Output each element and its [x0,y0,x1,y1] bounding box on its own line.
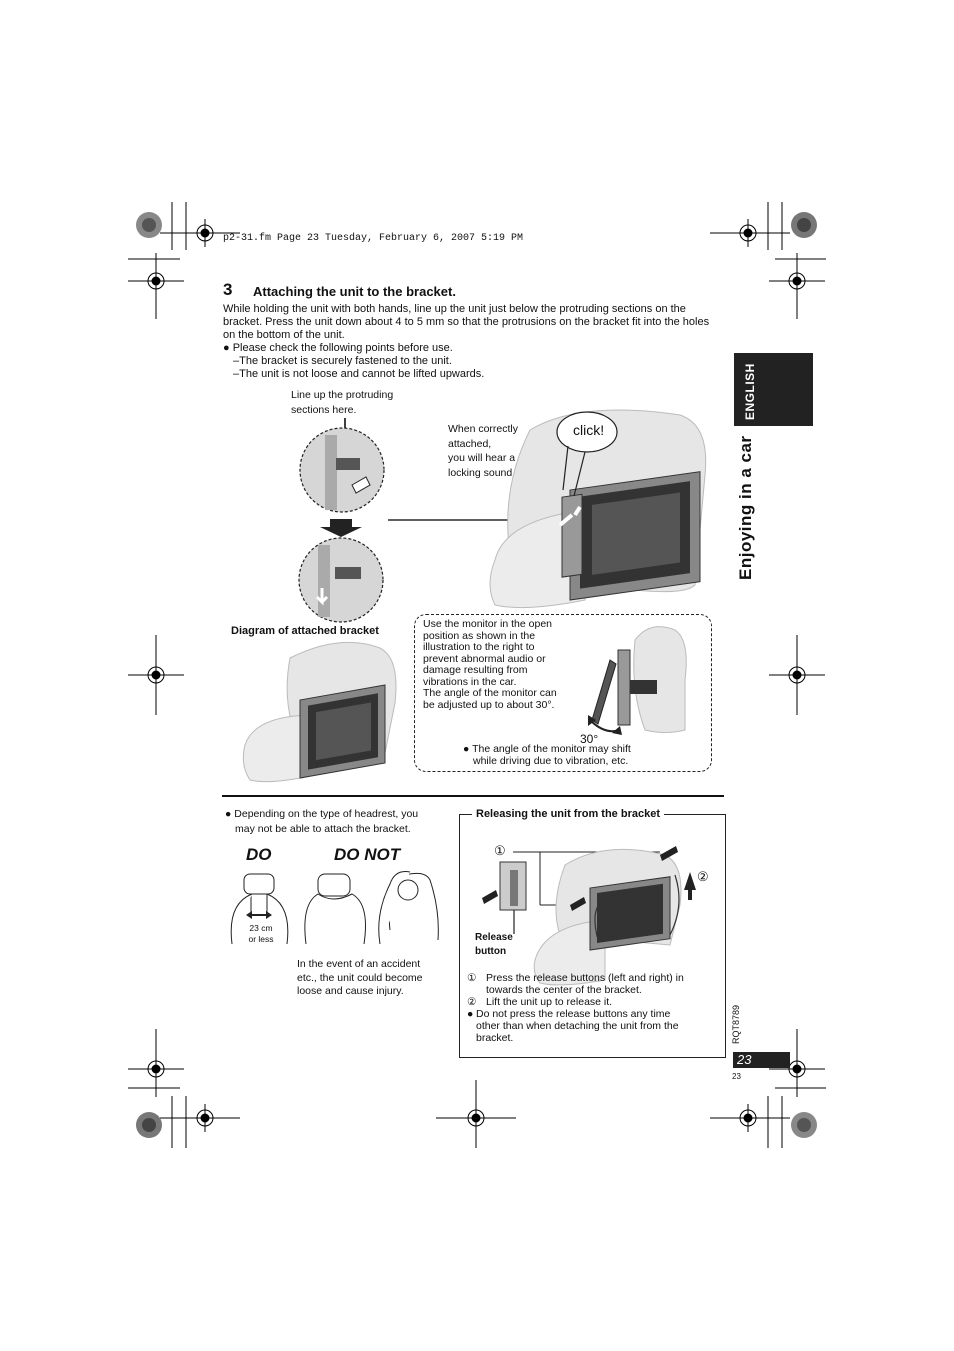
monitor-note-line: position as shown in the [423,629,536,642]
monitor-note-line: Use the monitor in the open [423,618,552,630]
step-heading: Attaching the unit to the bracket. [253,284,456,299]
lineup-note-line: sections here. [291,404,357,416]
monitor-note-line: prevent abnormal audio or [423,652,546,665]
release-button-label-line: Release [475,932,513,943]
headrest-bullet-line: ● Depending on the type of headrest, you [225,808,419,820]
page-number: 23 [737,1052,752,1067]
release-steps: ① Press the release buttons (left and ri… [467,972,719,1044]
step-1-marker: ① [467,972,477,984]
click-note-line: locking sound. [448,466,516,479]
monitor-note-text: Use the monitor in the open position as … [423,618,573,711]
do-not-label: DO NOT [334,845,401,864]
para-line: bracket. Press the unit down about 4 to … [223,316,710,328]
click-note-line: attached, [448,437,492,450]
headrest-bullet: ● Depending on the type of headrest, you… [225,807,418,837]
click-note-line: you will hear a [448,452,516,464]
release-note-line: bracket. [476,1032,514,1044]
check-bullet-text: Please check the following points before… [232,342,453,354]
click-label: click! [573,422,605,438]
file-info-header: p2-31.fm Page 23 Tuesday, February 6, 20… [223,233,524,244]
release-note-line: other than when detaching the unit from … [476,1020,679,1032]
angle-label: 30° [580,732,599,746]
lineup-note: Line up the protruding sections here. [291,388,393,418]
para-line: While holding the unit with both hands, … [223,303,686,315]
warning-text: In the event of an accident etc., the un… [297,958,423,999]
diagram-caption: Diagram of attached bracket [231,625,379,637]
headrest-bullet-text: Depending on the type of headrest, you [234,808,419,820]
warning-line: loose and cause injury. [297,985,404,997]
release-step-2: ② Lift the unit up to release it. [467,996,719,1008]
page-number-tab [733,1052,790,1068]
width-label: 23 cm or less [247,923,275,945]
release-button-label: Release button [475,931,513,959]
width-label-line: 23 cm [249,923,273,933]
shift-bullet-line: while driving due to vibration, etc. [473,755,629,767]
release-button-label-line: button [475,946,507,957]
warning-line: etc., the unit could become [297,971,423,984]
do-label: DO [246,845,272,864]
language-tab [734,353,813,426]
step-paragraph: While holding the unit with both hands, … [223,303,728,381]
monitor-note-line: be adjusted up to about 30°. [423,698,555,711]
para-line: on the bottom of the unit. [223,329,345,341]
monitor-note-box [414,614,712,772]
step-2-line: Lift the unit up to release it. [486,996,613,1008]
click-note: When correctly attached, you will hear a… [448,422,518,480]
step-1-line: Press the release buttons (left and righ… [486,972,684,984]
shift-bullet: ● The angle of the monitor may shift whi… [463,743,631,767]
small-page-number: 23 [732,1072,741,1081]
check-item: –The unit is not loose and cannot be lif… [233,368,485,380]
check-bullet: ● Please check the following points befo… [223,342,453,354]
headrest-bullet-line: may not be able to attach the bracket. [235,823,411,835]
monitor-note-line: illustration to the right to [423,641,535,653]
marker-1: ① [494,843,506,858]
step-1-line: towards the center of the bracket. [486,984,642,996]
step-2-marker: ② [467,996,477,1008]
monitor-note-line: The angle of the monitor can [423,687,557,699]
release-title: Releasing the unit from the bracket [472,808,664,821]
monitor-note-line: damage resulting from [423,664,528,676]
lineup-note-line: Line up the protruding [291,389,394,401]
release-step-1: ① Press the release buttons (left and ri… [467,972,719,996]
note-bullet: ● [467,1008,474,1020]
section-divider [222,795,724,797]
release-note: ● Do not press the release buttons any t… [467,1008,719,1044]
release-note-line: Do not press the release buttons any tim… [476,1008,671,1020]
shift-bullet-line: ● The angle of the monitor may shift [463,743,631,755]
step-number: 3 [223,280,233,299]
shift-bullet-text: The angle of the monitor may shift [472,743,631,755]
click-note-line: When correctly [448,423,519,435]
monitor-note-line: vibrations in the car. [423,675,517,688]
marker-2: ② [697,869,709,884]
width-label-line: or less [248,934,274,944]
warning-line: In the event of an accident [297,958,421,970]
check-item: –The bracket is securely fastened to the… [233,355,452,367]
